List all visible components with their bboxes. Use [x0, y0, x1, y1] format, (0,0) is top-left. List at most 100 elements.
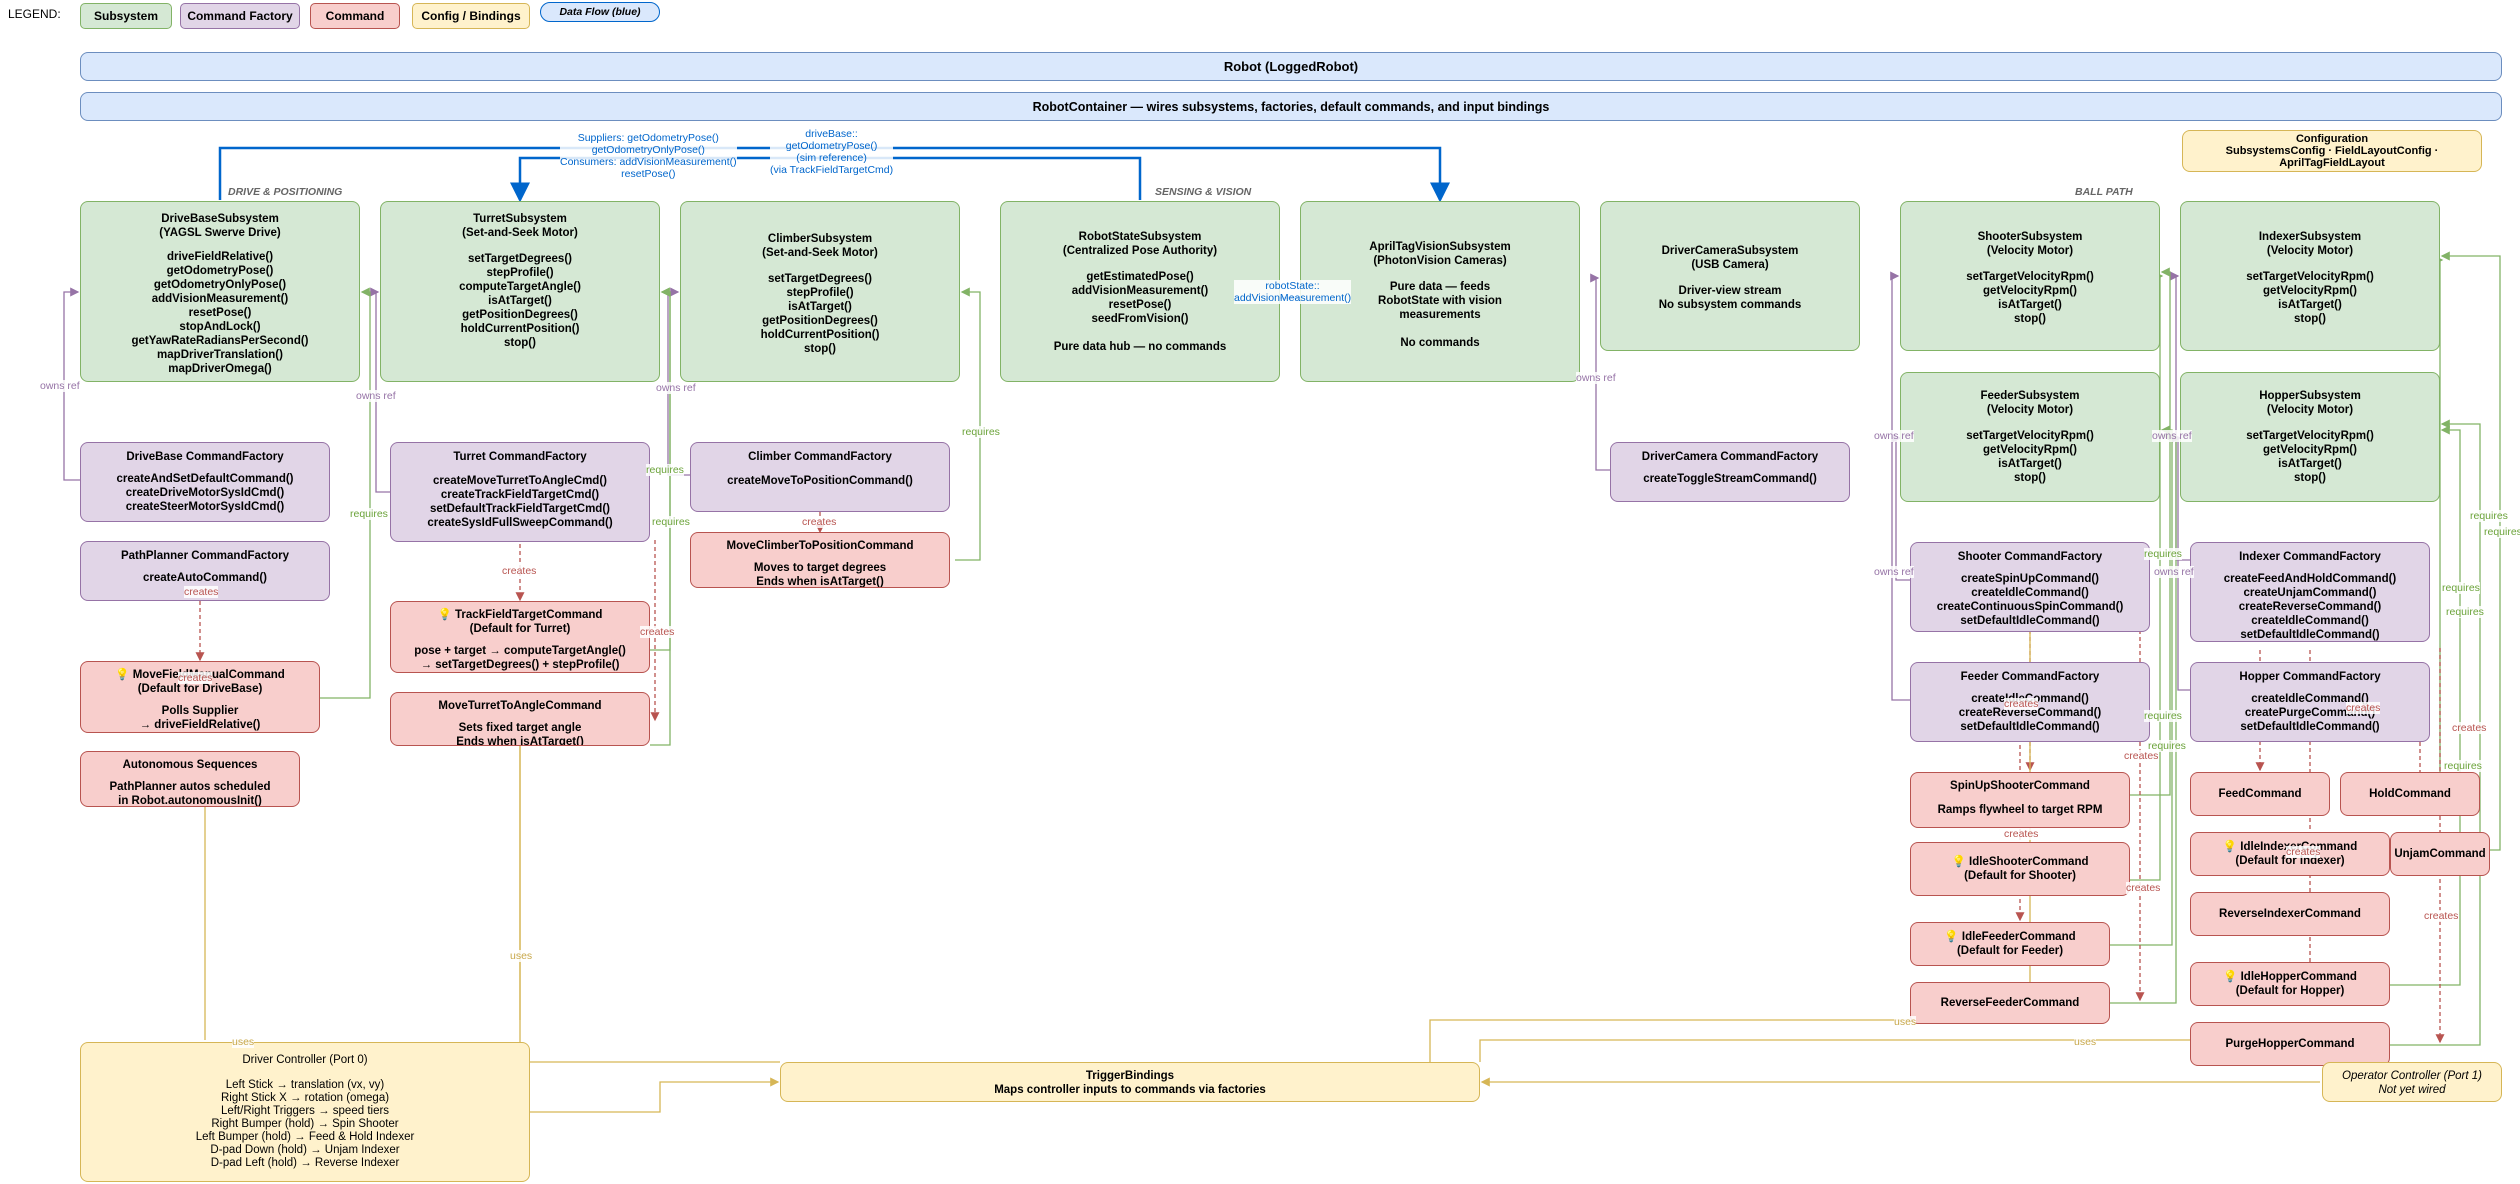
section-sensing: SENSING & VISION	[1155, 186, 1252, 198]
robot-banner: Robot (LoggedRobot)	[80, 52, 2502, 81]
climber-factory: Climber CommandFactory createMoveToPosit…	[690, 442, 950, 512]
reversefeeder-title: ReverseFeederCommand	[1940, 997, 2080, 1009]
pathplanner-factory-title: PathPlanner CommandFactory	[120, 550, 290, 562]
edge-label-owns-ref: owns ref	[1576, 372, 1616, 384]
drivercam-subsystem-title: DriverCameraSubsystem (USB Camera)	[1661, 245, 1799, 271]
feeder-subsystem-title: FeederSubsystem (Velocity Motor)	[1980, 390, 2080, 416]
edge-label-requires: requires	[2444, 760, 2482, 772]
edge-label-creates: creates	[2004, 698, 2039, 710]
config-box: Configuration SubsystemsConfig · FieldLa…	[2182, 130, 2482, 172]
drivercam-subsystem-body: Driver-view stream No subsystem commands	[1658, 285, 1802, 311]
indexer-factory-methods: createFeedAndHoldCommand() createUnjamCo…	[2223, 573, 2397, 641]
idleshooter-command: 💡 IdleShooterCommand (Default for Shoote…	[1910, 842, 2130, 896]
drivercam-factory-methods: createToggleStreamCommand()	[1643, 473, 1817, 485]
trigger-bindings: TriggerBindings Maps controller inputs t…	[780, 1062, 1480, 1102]
moveclimber-body: Moves to target degrees Ends when isAtTa…	[753, 562, 887, 588]
moveturret-body: Sets fixed target angle Ends when isAtTa…	[456, 722, 584, 746]
climber-factory-title: Climber CommandFactory	[748, 451, 892, 463]
config-text: Configuration SubsystemsConfig · FieldLa…	[2225, 133, 2439, 169]
drivercam-subsystem: DriverCameraSubsystem (USB Camera) Drive…	[1600, 201, 1860, 351]
edge-label-owns-ref: owns ref	[1874, 430, 1914, 442]
shooter-subsystem: ShooterSubsystem (Velocity Motor) setTar…	[1900, 201, 2160, 351]
hold-command: HoldCommand	[2340, 772, 2480, 816]
reversefeeder-command: ReverseFeederCommand	[1910, 982, 2110, 1024]
feed-title: FeedCommand	[2218, 788, 2302, 800]
legend-subsystem: Subsystem	[80, 3, 172, 29]
shooter-subsystem-title: ShooterSubsystem (Velocity Motor)	[1977, 231, 2083, 257]
driver-controller-mappings: Left Stick → translation (vx, vy) Right …	[195, 1079, 415, 1169]
unjam-title: UnjamCommand	[2394, 848, 2486, 860]
shooter-factory: Shooter CommandFactory createSpinUpComma…	[1910, 542, 2150, 632]
edge-label-creates: creates	[2424, 910, 2459, 922]
turret-factory: Turret CommandFactory createMoveTurretTo…	[390, 442, 650, 542]
edge-label-requires: requires	[2144, 710, 2182, 722]
edge-label-uses: uses	[232, 1036, 255, 1048]
moveclimber-command: MoveClimberToPositionCommand Moves to ta…	[690, 532, 950, 588]
idlehopper-command: 💡 IdleHopperCommand (Default for Hopper)	[2190, 962, 2390, 1006]
movefieldmanual-body: Polls Supplier → driveFieldRelative()	[139, 705, 261, 731]
drivebase-factory-methods: createAndSetDefaultCommand() createDrive…	[116, 473, 294, 513]
trackfield-body: pose + target → computeTargetAngle() → s…	[414, 645, 626, 671]
purgehopper-title: PurgeHopperCommand	[2225, 1038, 2355, 1050]
edge-label-owns-ref: owns ref	[2154, 566, 2194, 578]
pathplanner-factory-methods: createAutoCommand()	[143, 572, 267, 584]
autoseq-body: PathPlanner autos scheduled in Robot.aut…	[109, 781, 271, 807]
pathplanner-factory: PathPlanner CommandFactory createAutoCom…	[80, 541, 330, 601]
section-ball: BALL PATH	[2075, 186, 2133, 198]
hold-title: HoldCommand	[2369, 788, 2451, 800]
edge-label-creates: creates	[178, 672, 213, 684]
idleshooter-title: 💡 IdleShooterCommand (Default for Shoote…	[1951, 856, 2089, 882]
edge-label-creates: creates	[802, 516, 837, 528]
drivebase-subsystem-title: DriveBaseSubsystem (YAGSL Swerve Drive)	[159, 213, 281, 239]
shooter-factory-methods: createSpinUpCommand() createIdleCommand(…	[1936, 573, 2124, 627]
spinup-title: SpinUpShooterCommand	[1950, 780, 2090, 792]
drivebase-subsystem-methods: driveFieldRelative() getOdometryPose() g…	[131, 251, 309, 375]
autoseq-command: Autonomous Sequences PathPlanner autos s…	[80, 751, 300, 807]
edge-label-requires: requires	[2442, 582, 2480, 594]
climber-subsystem-methods: setTargetDegrees() stepProfile() isAtTar…	[760, 273, 880, 355]
hopper-subsystem-title: HopperSubsystem (Velocity Motor)	[2259, 390, 2361, 416]
turret-subsystem-title: TurretSubsystem (Set-and-Seek Motor)	[462, 213, 578, 239]
edge-label-creates: creates	[2124, 750, 2159, 762]
indexer-subsystem: IndexerSubsystem (Velocity Motor) setTar…	[2180, 201, 2440, 351]
edge-label-creates: creates	[2346, 702, 2381, 714]
apriltag-subsystem-title: AprilTagVisionSubsystem (PhotonVision Ca…	[1369, 241, 1511, 267]
edge-label-owns-ref: owns ref	[40, 380, 80, 392]
feed-command: FeedCommand	[2190, 772, 2330, 816]
edge-label-owns-ref: owns ref	[656, 382, 696, 394]
idlehopper-title: 💡 IdleHopperCommand (Default for Hopper)	[2223, 971, 2357, 997]
spinup-command: SpinUpShooterCommand Ramps flywheel to t…	[1910, 772, 2130, 828]
edge-label-creates: creates	[640, 626, 675, 638]
moveturret-title: MoveTurretToAngleCommand	[438, 700, 602, 712]
hopper-subsystem-methods: setTargetVelocityRpm() getVelocityRpm() …	[2246, 430, 2374, 484]
legend-config: Config / Bindings	[412, 3, 530, 29]
idlefeeder-title: 💡 IdleFeederCommand (Default for Feeder)	[1944, 931, 2076, 957]
robot-container-banner: RobotContainer — wires subsystems, facto…	[80, 92, 2502, 121]
edge-label-suppliers: Suppliers: getOdometryPose() getOdometry…	[560, 132, 737, 180]
robotstate-subsystem-methods: getEstimatedPose() addVisionMeasurement(…	[1053, 271, 1227, 353]
legend-title: LEGEND:	[8, 7, 61, 21]
legend-command: Command	[310, 3, 400, 29]
reverseindexer-title: ReverseIndexerCommand	[2219, 908, 2361, 920]
drivercam-factory-title: DriverCamera CommandFactory	[1641, 451, 1819, 463]
robotstate-subsystem: RobotStateSubsystem (Centralized Pose Au…	[1000, 201, 1280, 382]
edge-label-requires: requires	[350, 508, 388, 520]
climber-subsystem-title: ClimberSubsystem (Set-and-Seek Motor)	[762, 233, 878, 259]
edge-label-uses: uses	[1894, 1016, 1917, 1028]
edge-label-requires: requires	[2144, 548, 2182, 560]
moveturret-command: MoveTurretToAngleCommand Sets fixed targ…	[390, 692, 650, 746]
trigger-bindings-title: TriggerBindings	[1085, 1070, 1175, 1082]
edge-label-requires: requires	[652, 516, 690, 528]
robotstate-subsystem-title: RobotStateSubsystem (Centralized Pose Au…	[1062, 231, 1218, 257]
edge-label-uses: uses	[510, 950, 533, 962]
apriltag-subsystem-body: Pure data — feeds RobotState with vision…	[1378, 281, 1502, 349]
shooter-factory-title: Shooter CommandFactory	[1957, 551, 2103, 563]
edge-label-requires: requires	[962, 426, 1000, 438]
legend-factory: Command Factory	[180, 3, 300, 29]
shooter-subsystem-methods: setTargetVelocityRpm() getVelocityRpm() …	[1966, 271, 2094, 325]
edge-label-requires: requires	[2446, 606, 2484, 618]
climber-factory-methods: createMoveToPositionCommand()	[727, 475, 913, 487]
indexer-subsystem-methods: setTargetVelocityRpm() getVelocityRpm() …	[2246, 271, 2374, 325]
operator-controller-status: Not yet wired	[2378, 1084, 2446, 1096]
reverseindexer-command: ReverseIndexerCommand	[2190, 892, 2390, 936]
